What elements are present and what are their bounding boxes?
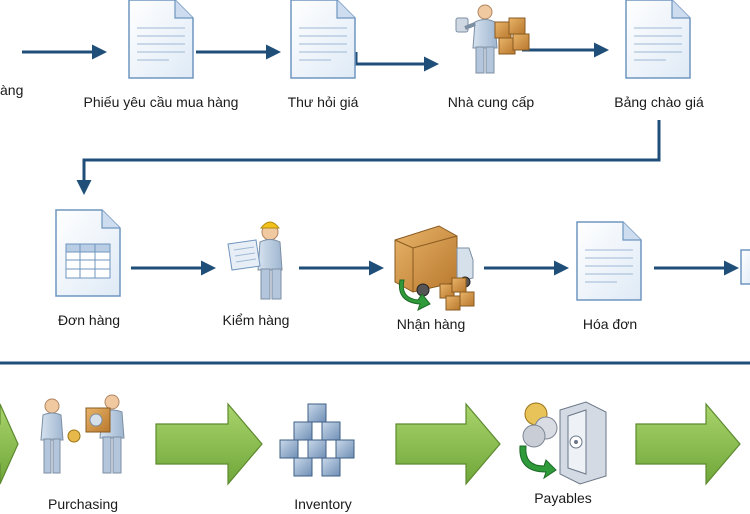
coins-icon bbox=[522, 402, 558, 448]
purchase-request-label: Phiếu yêu cầu mua hàng bbox=[83, 94, 239, 110]
order-label: Đơn hàng bbox=[57, 312, 121, 328]
inspector-worker-icon bbox=[227, 221, 283, 300]
chevron-arrow bbox=[155, 402, 263, 486]
connector-arrow bbox=[354, 52, 439, 72]
purchasing-people-icon bbox=[40, 394, 125, 474]
inquiry-letter-document-icon bbox=[290, 0, 356, 79]
payables-label: Payables bbox=[534, 490, 592, 506]
inquiry-letter-label: Thư hỏi giá bbox=[287, 94, 359, 110]
connector-arrow bbox=[76, 120, 661, 195]
order-table-document-icon bbox=[55, 209, 121, 297]
bottom-row bbox=[0, 394, 741, 486]
quotation-document-icon bbox=[625, 0, 691, 79]
invoice-document-icon bbox=[576, 221, 642, 301]
purchasing-label: Purchasing bbox=[47, 496, 119, 512]
boxes-icon bbox=[494, 17, 530, 55]
supplier-label: Nhà cung cấp bbox=[447, 94, 535, 110]
inspection-label: Kiểm hàng bbox=[222, 312, 290, 328]
cut-off-document-icon bbox=[740, 249, 750, 285]
cycle-arrow-icon bbox=[519, 445, 557, 480]
customer-label-partial: àng bbox=[0, 82, 24, 98]
delivery-truck-icon bbox=[394, 225, 474, 297]
receiving-label: Nhận hàng bbox=[396, 316, 466, 332]
top-row bbox=[22, 0, 691, 195]
chevron-arrow bbox=[395, 402, 501, 486]
purchase-request-document-icon bbox=[128, 0, 194, 79]
safe-icon bbox=[559, 401, 607, 485]
cycle-arrow-icon bbox=[398, 279, 431, 311]
chevron-arrow bbox=[0, 403, 19, 485]
inventory-cubes-icon bbox=[279, 403, 355, 477]
inventory-label: Inventory bbox=[294, 496, 352, 512]
chevron-arrow bbox=[635, 402, 741, 486]
supplier-person-icon bbox=[455, 4, 498, 74]
invoice-label: Hóa đơn bbox=[582, 316, 638, 332]
received-boxes-icon bbox=[439, 277, 475, 311]
quotation-label: Bảng chào giá bbox=[614, 94, 704, 110]
middle-row bbox=[55, 209, 750, 311]
